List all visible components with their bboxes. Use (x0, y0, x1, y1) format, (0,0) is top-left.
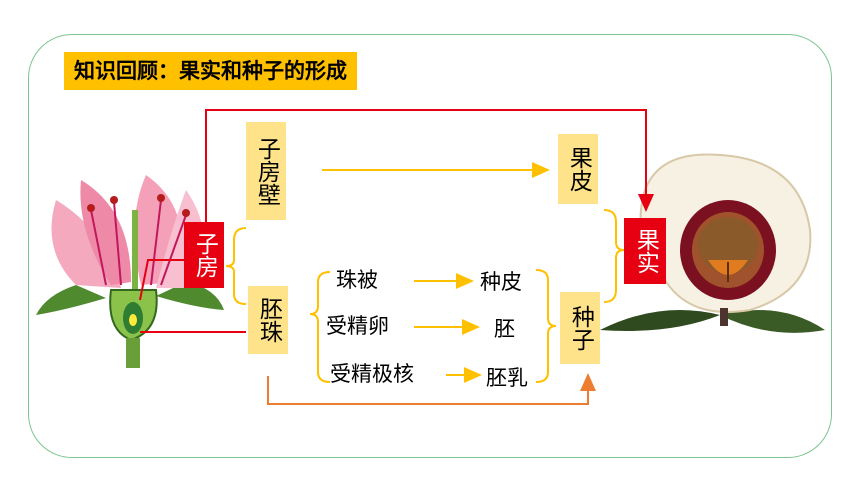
embryo-label: 胚 (494, 317, 515, 341)
ovule-brace (309, 271, 331, 383)
fruit-brace (603, 209, 625, 303)
pericarp-box: 果皮 (558, 134, 598, 204)
seed-coat-label: 种皮 (480, 270, 522, 294)
flower-illustration (36, 175, 224, 368)
ovule-box: 胚珠 (248, 286, 288, 354)
seed-box: 种子 (560, 292, 600, 364)
ovule-to-seed-line (267, 373, 596, 405)
content-frame (28, 34, 832, 458)
ovary-to-fruit-line (205, 109, 654, 226)
title-banner: 知识回顾：果实和种子的形成 (64, 52, 357, 90)
fertilized-polar-nuclei-label: 受精极核 (330, 362, 414, 386)
endosperm-label: 胚乳 (486, 366, 528, 390)
fruit-box: 果实 (624, 218, 666, 284)
fertilized-egg-label: 受精卵 (326, 314, 389, 338)
ovary-brace (225, 227, 247, 305)
ovary-box: 子房 (184, 222, 224, 288)
integument-label: 珠被 (336, 268, 378, 292)
ovary-pointer-line (139, 259, 185, 301)
seed-brace (535, 269, 557, 383)
ovary-wall-box: 子房壁 (246, 122, 286, 220)
